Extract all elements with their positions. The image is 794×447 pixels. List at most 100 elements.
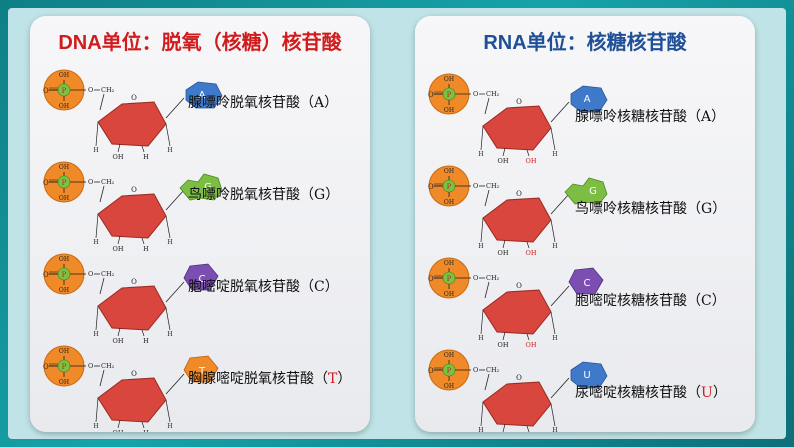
- ch2-bond: [99, 185, 105, 203]
- ester-o: O: [473, 274, 478, 282]
- nucleotide-name: 胞嘧啶核糖核苷酸（C）: [575, 290, 726, 310]
- base-letter: A: [199, 90, 206, 101]
- nitrogenous-base-c: C: [568, 267, 604, 295]
- h-right: H: [167, 331, 172, 338]
- ring-left-bond: [480, 309, 484, 335]
- ring-left-bond: [95, 121, 99, 147]
- nucleotide-code: U: [701, 385, 713, 401]
- phosphorus-label: P: [62, 87, 67, 95]
- nucleotide-code: G: [701, 201, 713, 217]
- c3-bond: [117, 419, 121, 429]
- nucleotide-name: 腺嘌呤脱氧核苷酸（A）: [188, 92, 338, 112]
- ester-o: O: [88, 362, 93, 370]
- nucleotide-code: C: [314, 279, 325, 295]
- ch2-bond: [484, 373, 490, 391]
- ch2-bond: [484, 97, 490, 115]
- phosphate-o-left: O: [43, 87, 49, 95]
- nucleotide-name: 胸腺嘧啶脱氧核苷酸（T）: [188, 368, 351, 388]
- ring-left-bond: [480, 217, 484, 243]
- nucleotide-name: 鸟嘌呤脱氧核苷酸（G）: [188, 184, 339, 204]
- h-left: H: [478, 427, 483, 432]
- base-letter: G: [589, 186, 597, 197]
- sugar-ring: [482, 197, 552, 243]
- sugar-ring: [482, 381, 552, 427]
- ester-o: O: [473, 90, 478, 98]
- rna-panel-title: RNA单位：核糖核苷酸: [483, 32, 687, 54]
- nucleotide-structure: POHOHOOCH₂OHHOHHT: [43, 345, 219, 432]
- phosphate-oh-bottom: OH: [444, 107, 454, 114]
- base-letter: A: [584, 94, 591, 105]
- ring-left-bond: [480, 125, 484, 151]
- phosphorus-label: P: [447, 91, 452, 99]
- dna-nucleotide-t: POHOHOOCH₂OHHOHHT胸腺嘧啶脱氧核苷酸（T）: [30, 344, 370, 432]
- phosphate-o-left: O: [43, 363, 49, 371]
- phosphate-oh-top: OH: [59, 256, 69, 263]
- sugar-ring: [97, 285, 167, 331]
- ester-o: O: [88, 178, 93, 186]
- nucleotide-name-close: ）: [711, 109, 726, 125]
- glycosidic-bond: [550, 193, 570, 215]
- c2-bond: [526, 425, 530, 432]
- nitrogenous-base-t: T: [183, 355, 219, 383]
- c2-substituent: OH: [526, 341, 537, 348]
- h-right: H: [167, 423, 172, 430]
- nucleotide-code: A: [701, 109, 712, 125]
- h-right: H: [552, 427, 557, 432]
- nucleotide-name-text: 胞嘧啶脱氧核苷酸（: [188, 279, 314, 295]
- nitrogenous-base-a: A: [570, 85, 608, 113]
- h-left: H: [478, 243, 483, 250]
- c2-substituent: H: [143, 153, 149, 160]
- phosphorus-label: P: [447, 275, 452, 283]
- phosphate-o-left: O: [428, 183, 434, 191]
- nucleotide-name-text: 腺嘌呤核糖核苷酸（: [575, 109, 701, 125]
- h-right: H: [552, 335, 557, 342]
- c3-oh: OH: [113, 429, 124, 432]
- h-left: H: [478, 151, 483, 158]
- base-letter: U: [583, 370, 590, 381]
- h-right: H: [167, 147, 172, 154]
- ring-oxygen: O: [131, 94, 137, 102]
- c3-oh: OH: [113, 337, 124, 344]
- ch2-bond: [99, 369, 105, 387]
- phosphate-oh-top: OH: [59, 348, 69, 355]
- phosphorus-label: P: [62, 271, 67, 279]
- c2-bond: [526, 333, 530, 341]
- ch2-bond: [484, 189, 490, 207]
- phosphate-o-left: O: [43, 271, 49, 279]
- phosphate-oh-bottom: OH: [444, 383, 454, 390]
- nucleotide-code: A: [314, 95, 325, 111]
- h-left: H: [478, 335, 483, 342]
- nucleotide-name: 尿嘧啶核糖核苷酸（U）: [575, 382, 727, 402]
- phosphate-oh-top: OH: [444, 352, 454, 359]
- c3-bond: [117, 143, 121, 153]
- sugar-ring: [482, 289, 552, 335]
- c3-bond: [117, 327, 121, 337]
- phosphate-oh-bottom: OH: [59, 287, 69, 294]
- phosphate-oh-top: OH: [59, 72, 69, 79]
- c3-bond: [502, 423, 506, 432]
- c2-substituent: H: [143, 337, 149, 344]
- ring-right-bond: [165, 215, 171, 239]
- nitrogenous-base-a: A: [185, 81, 223, 109]
- nucleotide-code: C: [701, 293, 712, 309]
- sugar-ring: [482, 105, 552, 151]
- c2-bond: [526, 149, 530, 157]
- nucleotide-code: T: [328, 371, 338, 387]
- nucleotide-name-text: 鸟嘌呤脱氧核苷酸（: [188, 187, 314, 203]
- sugar-ring: [97, 193, 167, 239]
- phosphate-oh-bottom: OH: [59, 379, 69, 386]
- nucleotide-name-text: 胞嘧啶核糖核苷酸（: [575, 293, 701, 309]
- c2-bond: [526, 241, 530, 249]
- nucleotide-name-text: 尿嘧啶核糖核苷酸（: [575, 385, 701, 401]
- ring-right-bond: [550, 403, 556, 427]
- nucleotide-name-text: 胸腺嘧啶脱氧核苷酸（: [188, 371, 328, 387]
- c2-bond: [141, 237, 145, 245]
